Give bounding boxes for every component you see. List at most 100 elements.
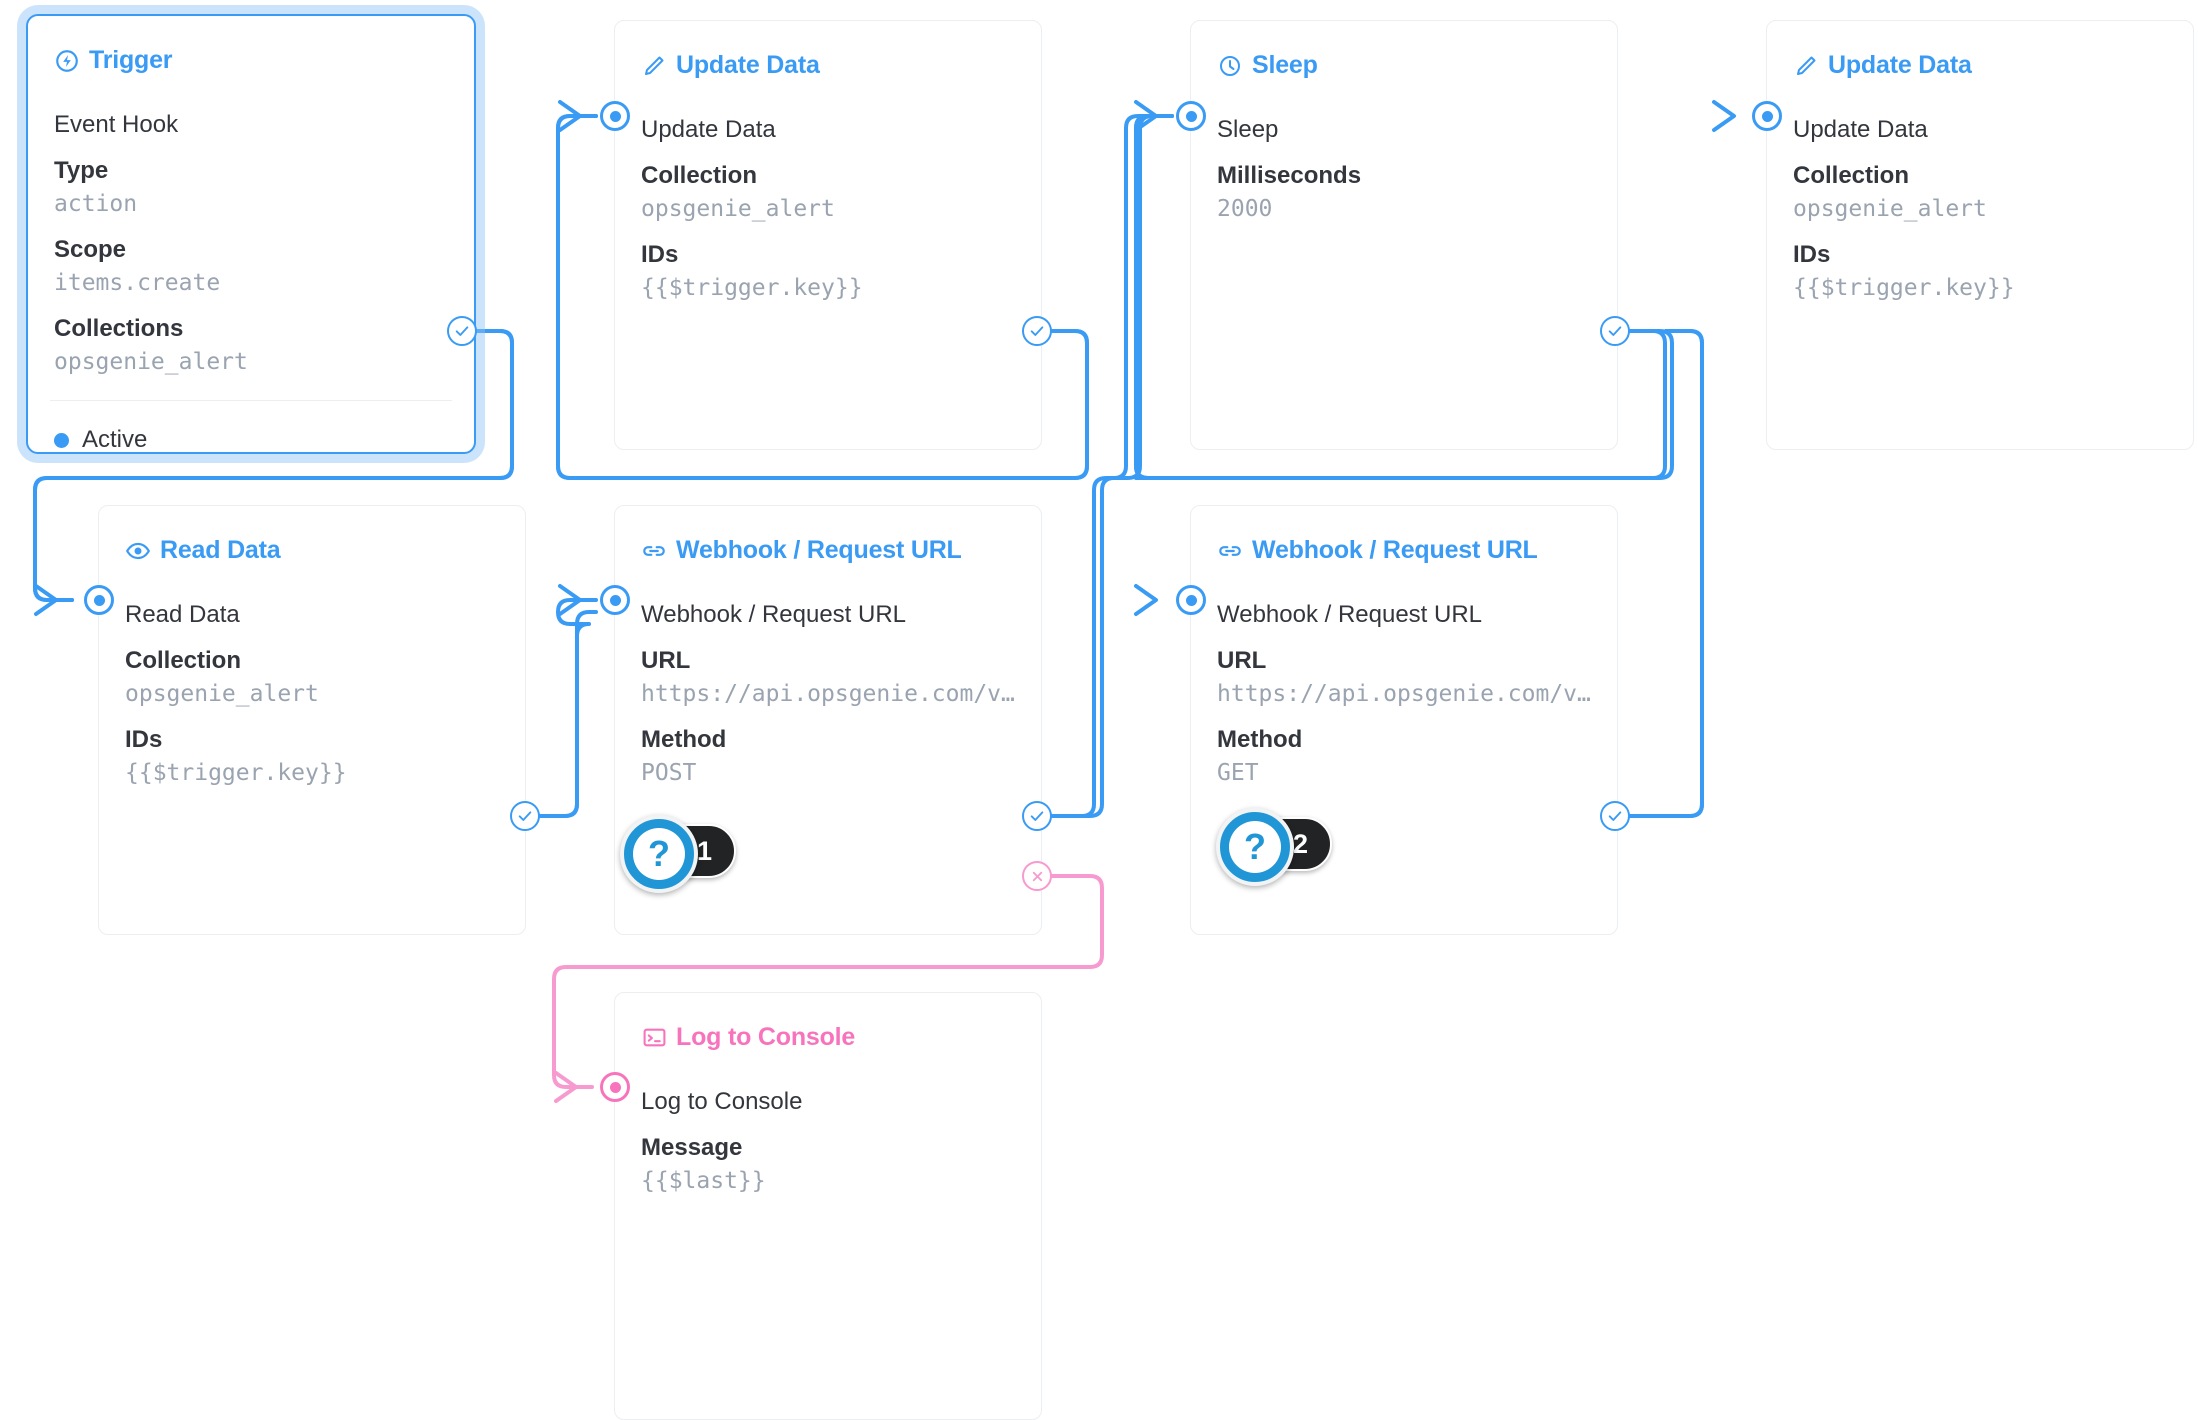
input-port[interactable]	[84, 585, 114, 615]
node-header-label: Sleep	[1252, 51, 1318, 79]
field-label: Collection	[125, 647, 242, 674]
field-label: Collection	[1793, 162, 1910, 189]
node-body-trigger: Event Hook Type action Scope items.creat…	[54, 108, 458, 379]
field-value: https://api.opsgenie.com/v…	[1217, 681, 1591, 707]
node-title: Update Data	[641, 116, 776, 143]
resolve-port[interactable]	[510, 801, 540, 831]
card-divider	[50, 400, 452, 401]
resolve-port[interactable]	[1600, 316, 1630, 346]
node-body-update-data-1: Update Data Collection opsgenie_alert ID…	[641, 113, 1025, 305]
question-mark-icon[interactable]: ?	[620, 815, 698, 893]
node-title: Sleep	[1217, 116, 1279, 143]
field-value: opsgenie_alert	[125, 681, 319, 707]
question-mark-icon[interactable]: ?	[1216, 808, 1294, 886]
node-title: Log to Console	[641, 1088, 803, 1115]
help-badge-symbol: ?	[633, 828, 685, 880]
field-label: Method	[641, 726, 727, 753]
field-label: Message	[641, 1134, 743, 1161]
field-value: {{$last}}	[641, 1168, 766, 1194]
input-port[interactable]	[600, 585, 630, 615]
field-label: IDs	[1793, 241, 1831, 268]
node-card-update-data-2[interactable]: Update Data Update Data Collection opsge…	[1766, 20, 2194, 450]
field-value: https://api.opsgenie.com/v…	[641, 681, 1015, 707]
node-header-label: Webhook / Request URL	[1252, 536, 1538, 564]
node-body-sleep: Sleep Milliseconds 2000	[1217, 113, 1601, 226]
reject-port[interactable]	[1022, 861, 1052, 891]
input-port[interactable]	[1176, 585, 1206, 615]
field-value: action	[54, 191, 138, 217]
node-header-label: Update Data	[676, 51, 820, 79]
node-body-webhook-post: Webhook / Request URL URL https://api.op…	[641, 598, 1025, 790]
node-header-webhook-post: Webhook / Request URL	[641, 536, 962, 565]
bolt-circle-icon	[54, 48, 80, 74]
node-header-label: Log to Console	[676, 1023, 856, 1051]
node-header-update-data-2: Update Data	[1793, 51, 1972, 80]
node-header-log-to-console: Log to Console	[641, 1023, 855, 1052]
node-body-webhook-get: Webhook / Request URL URL https://api.op…	[1217, 598, 1601, 790]
field-label: Type	[54, 157, 109, 184]
node-card-trigger[interactable]: Trigger Event Hook Type action Scope ite…	[26, 14, 476, 454]
node-card-update-data-1[interactable]: Update Data Update Data Collection opsge…	[614, 20, 1042, 450]
node-title: Webhook / Request URL	[1217, 601, 1483, 628]
terminal-icon	[641, 1025, 667, 1051]
help-badge-count: 2	[1292, 828, 1308, 859]
node-title: Webhook / Request URL	[641, 601, 907, 628]
help-badge-symbol: ?	[1229, 821, 1281, 873]
node-body-update-data-2: Update Data Collection opsgenie_alert ID…	[1793, 113, 2177, 305]
node-card-sleep[interactable]: Sleep Sleep Milliseconds 2000	[1190, 20, 1618, 450]
status-dot-icon	[54, 432, 69, 448]
input-port[interactable]	[600, 1072, 630, 1102]
field-value: GET	[1217, 760, 1259, 786]
node-header-label: Read Data	[160, 536, 281, 564]
input-port[interactable]	[1176, 101, 1206, 131]
clock-icon	[1217, 53, 1243, 79]
field-label: IDs	[641, 241, 679, 268]
field-value: 2000	[1217, 196, 1273, 222]
node-body-log-to-console: Log to Console Message {{$last}}	[641, 1085, 1025, 1198]
field-label: Collection	[641, 162, 758, 189]
help-badge-1[interactable]: 1 ?	[620, 815, 780, 895]
field-value: {{$trigger.key}}	[641, 275, 863, 301]
field-label: Milliseconds	[1217, 162, 1362, 189]
field-value: opsgenie_alert	[54, 349, 248, 375]
field-value: POST	[641, 760, 697, 786]
node-body-read-data: Read Data Collection opsgenie_alert IDs …	[125, 598, 509, 790]
node-header-sleep: Sleep	[1217, 51, 1318, 80]
field-value: {{$trigger.key}}	[125, 760, 347, 786]
status-label: Active	[82, 426, 148, 453]
resolve-port[interactable]	[1022, 316, 1052, 346]
link-icon	[1217, 538, 1243, 564]
node-header-label: Trigger	[89, 46, 173, 74]
node-title: Event Hook	[54, 111, 179, 138]
node-card-log-to-console[interactable]: Log to Console Log to Console Message {{…	[614, 992, 1042, 1420]
field-value: opsgenie_alert	[1793, 196, 1987, 222]
node-card-read-data[interactable]: Read Data Read Data Collection opsgenie_…	[98, 505, 526, 935]
link-icon	[641, 538, 667, 564]
node-header-read-data: Read Data	[125, 536, 281, 565]
node-header-label: Update Data	[1828, 51, 1972, 79]
eye-icon	[125, 538, 151, 564]
field-label: IDs	[125, 726, 163, 753]
node-header-label: Webhook / Request URL	[676, 536, 962, 564]
field-value: items.create	[54, 270, 221, 296]
help-badge-2[interactable]: 2 ?	[1216, 808, 1376, 888]
field-value: {{$trigger.key}}	[1793, 275, 2015, 301]
status-badge: Active	[54, 426, 147, 454]
field-label: Scope	[54, 236, 127, 263]
field-label: URL	[641, 647, 691, 674]
input-port[interactable]	[1752, 101, 1782, 131]
field-label: Collections	[54, 315, 184, 342]
help-badge-count: 1	[696, 835, 712, 866]
field-label: Method	[1217, 726, 1303, 753]
input-port[interactable]	[600, 101, 630, 131]
field-value: opsgenie_alert	[641, 196, 835, 222]
node-title: Read Data	[125, 601, 240, 628]
resolve-port[interactable]	[1022, 801, 1052, 831]
resolve-port[interactable]	[447, 316, 477, 346]
field-label: URL	[1217, 647, 1267, 674]
resolve-port[interactable]	[1600, 801, 1630, 831]
node-title: Update Data	[1793, 116, 1928, 143]
node-header-trigger: Trigger	[54, 46, 173, 75]
node-header-update-data-1: Update Data	[641, 51, 820, 80]
